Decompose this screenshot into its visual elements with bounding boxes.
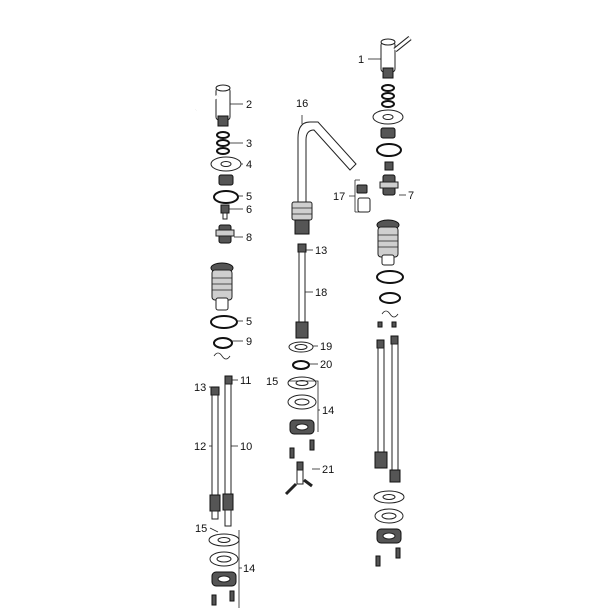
callout-15-center: 15 xyxy=(266,376,278,388)
right-valve-body xyxy=(376,219,400,266)
center-connector-21 xyxy=(284,461,313,496)
callout-13-left: 13 xyxy=(194,382,206,394)
left-cartridge-8 xyxy=(215,224,235,244)
right-mounting-set xyxy=(373,490,405,567)
left-flange-ring xyxy=(210,156,242,172)
left-handle xyxy=(195,84,231,127)
callout-6: 6 xyxy=(246,204,252,216)
callout-14-center: 14 xyxy=(322,405,334,417)
callout-18: 18 xyxy=(315,287,327,299)
callout-16: 16 xyxy=(296,98,308,110)
center-mounting-set-14 xyxy=(287,376,317,459)
left-small-o-rings xyxy=(216,131,230,155)
callout-7: 7 xyxy=(408,190,414,202)
center-o-ring-20 xyxy=(292,360,310,370)
left-valve-body xyxy=(210,262,234,311)
leader-lines xyxy=(209,58,406,608)
right-cartridge-7 xyxy=(379,161,399,196)
left-hose-12 xyxy=(209,386,221,520)
callout-19: 19 xyxy=(320,341,332,353)
left-o-ring-5b xyxy=(210,315,238,329)
right-o-ring-b xyxy=(376,270,404,284)
center-hose-18 xyxy=(295,243,309,339)
callout-5-upper: 5 xyxy=(246,191,252,203)
left-nut xyxy=(218,174,234,186)
callout-20: 20 xyxy=(320,359,332,371)
left-hose-10 xyxy=(222,375,234,527)
callout-14-left: 14 xyxy=(243,563,255,575)
right-o-ring xyxy=(376,143,402,157)
callout-3: 3 xyxy=(246,138,252,150)
callout-13-center: 13 xyxy=(315,245,327,257)
right-o-ring-c xyxy=(379,292,401,304)
center-aerator-17 xyxy=(356,184,371,213)
callout-8: 8 xyxy=(246,232,252,244)
right-hose-a xyxy=(374,339,388,469)
right-flange-ring xyxy=(372,109,404,125)
callout-17: 17 xyxy=(333,191,345,203)
callout-15-left: 15 xyxy=(195,523,207,535)
right-clip xyxy=(377,310,399,328)
callout-11: 11 xyxy=(240,375,251,387)
callout-labels: 1 2 3 4 5 6 7 8 5 9 11 13 12 10 15 14 16… xyxy=(194,54,414,575)
left-mounting-set-14 xyxy=(208,533,240,606)
callout-10: 10 xyxy=(240,441,252,453)
left-clip xyxy=(213,352,231,360)
right-hose-b xyxy=(389,335,401,483)
right-small-o-rings xyxy=(381,84,395,108)
left-spindle-6 xyxy=(220,204,230,220)
callout-5-lower: 5 xyxy=(246,316,252,328)
right-handle-1 xyxy=(380,36,412,79)
callout-2: 2 xyxy=(246,99,252,111)
callout-12: 12 xyxy=(194,441,206,453)
center-washer-19 xyxy=(288,341,314,353)
left-o-ring-5 xyxy=(213,190,239,204)
right-nut xyxy=(380,127,396,139)
center-spout-16 xyxy=(291,121,357,235)
callout-4: 4 xyxy=(246,159,252,171)
callout-21: 21 xyxy=(322,464,334,476)
callout-9: 9 xyxy=(246,336,252,348)
left-o-ring-9 xyxy=(213,337,233,349)
callout-1: 1 xyxy=(358,54,364,66)
